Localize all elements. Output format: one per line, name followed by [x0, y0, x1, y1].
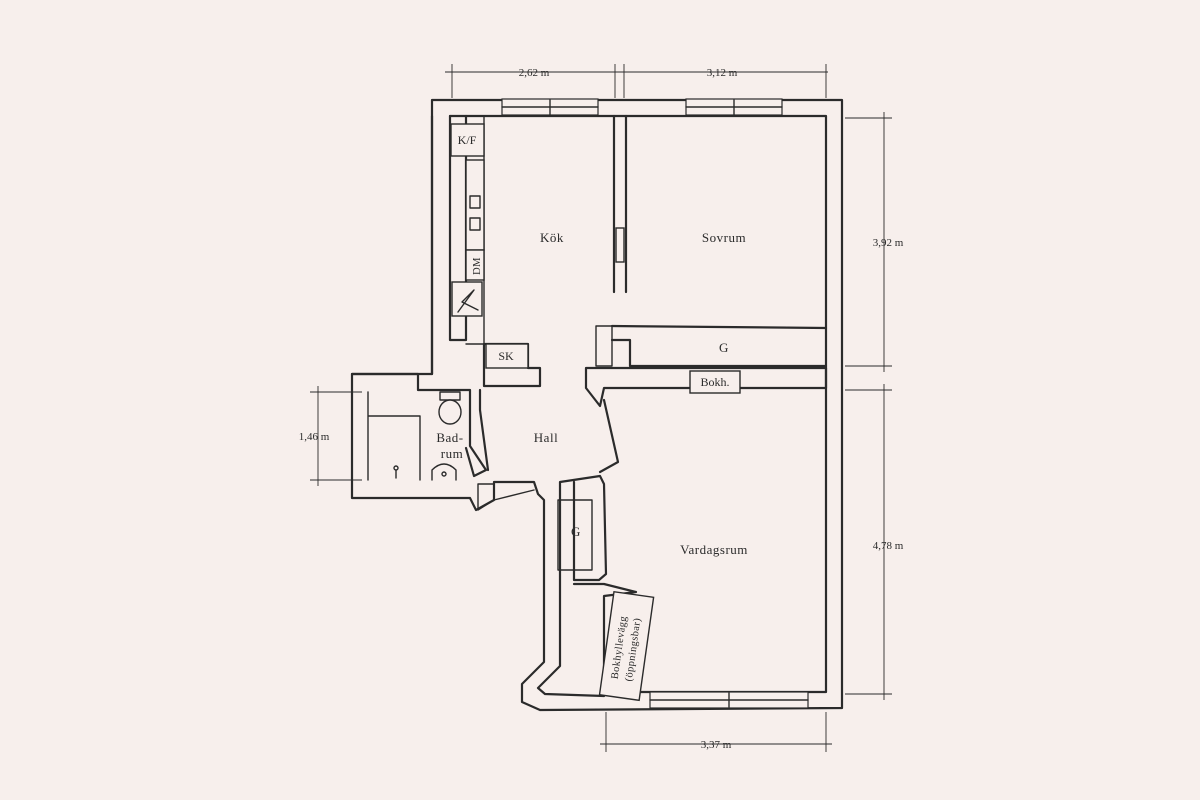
fridge-freezer-label: K/F [458, 133, 477, 147]
room-label-kitchen: Kök [540, 230, 564, 245]
dim-bathroom-depth: 1,46 m [299, 431, 330, 443]
counter-segment [465, 159, 485, 251]
dishwasher [465, 249, 485, 281]
room-label-wardrobe-hall: G [571, 524, 581, 539]
outer-walls [350, 98, 844, 712]
dim-bedroom-depth: 3,92 m [873, 237, 904, 249]
dimension-lines [310, 64, 892, 752]
room-label-hall: Hall [534, 430, 558, 445]
room-label-living: Vardagsrum [680, 542, 748, 557]
dim-kitchen-width: 2,62 m [519, 67, 550, 79]
room-label-bedroom: Sovrum [702, 230, 746, 245]
dim-living-depth: 4,78 m [873, 540, 904, 552]
room-label-wardrobe-bedroom: G [719, 340, 729, 355]
sink-icon [431, 463, 457, 481]
cabinet-sk-label: SK [498, 349, 514, 363]
room-label-bathroom-1: Bad- [436, 430, 463, 445]
toilet-icon [438, 391, 462, 425]
dim-living-width: 3,37 m [701, 739, 732, 751]
shower-icon [393, 465, 399, 479]
interior-walls [350, 114, 828, 694]
bookwall-panel [598, 590, 655, 702]
bookshelf [689, 370, 741, 394]
bookshelf-label: Bokh. [700, 375, 729, 389]
cabinet-sk [485, 343, 529, 369]
room-label-bathroom-2: rum [441, 446, 463, 461]
dishwasher-label: DM [472, 257, 483, 275]
dim-bedroom-width: 3,12 m [707, 67, 738, 79]
fridge-freezer [450, 123, 485, 157]
